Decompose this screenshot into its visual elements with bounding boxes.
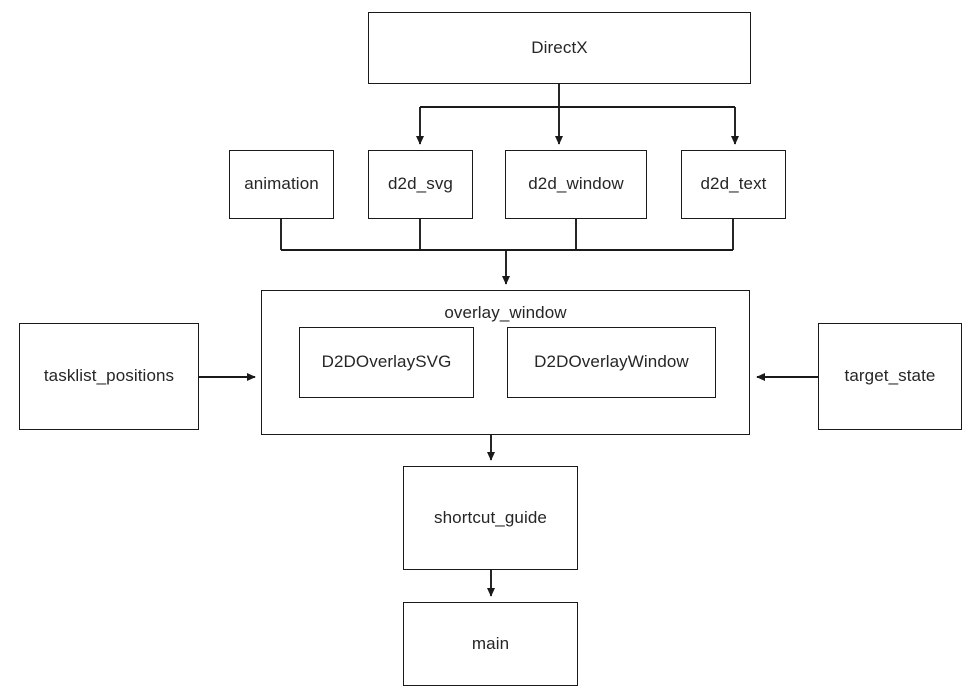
node-main[interactable]: main [403,602,578,686]
node-animation[interactable]: animation [229,150,334,219]
node-directx[interactable]: DirectX [368,12,751,84]
node-shortcut-guide-label: shortcut_guide [434,507,547,527]
node-tasklist-positions[interactable]: tasklist_positions [19,323,199,430]
node-d2doverlaywindow[interactable]: D2DOverlayWindow [507,327,716,398]
node-overlay-window[interactable]: overlay_window [261,290,750,435]
node-d2d-text[interactable]: d2d_text [681,150,786,219]
node-target-state-label: target_state [844,366,936,386]
node-d2d-window-label: d2d_window [528,174,624,194]
node-d2d-text-label: d2d_text [700,174,767,194]
node-main-label: main [471,633,510,653]
edge-row2-bus [280,219,734,251]
node-shortcut-guide[interactable]: shortcut_guide [403,466,578,570]
node-target-state[interactable]: target_state [818,323,962,430]
node-d2doverlaysvg[interactable]: D2DOverlaySVG [299,327,474,398]
node-d2doverlaywindow-label: D2DOverlayWindow [534,352,689,372]
edge-directx-bus [420,84,735,108]
node-overlay-window-label: overlay_window [444,303,567,322]
node-d2doverlaysvg-label: D2DOverlaySVG [321,352,452,372]
node-animation-label: animation [244,174,319,194]
node-d2d-svg-label: d2d_svg [388,174,453,194]
node-tasklist-positions-label: tasklist_positions [43,366,175,386]
node-d2d-svg[interactable]: d2d_svg [368,150,473,219]
node-directx-label: DirectX [531,37,588,57]
node-d2d-window[interactable]: d2d_window [505,150,647,219]
